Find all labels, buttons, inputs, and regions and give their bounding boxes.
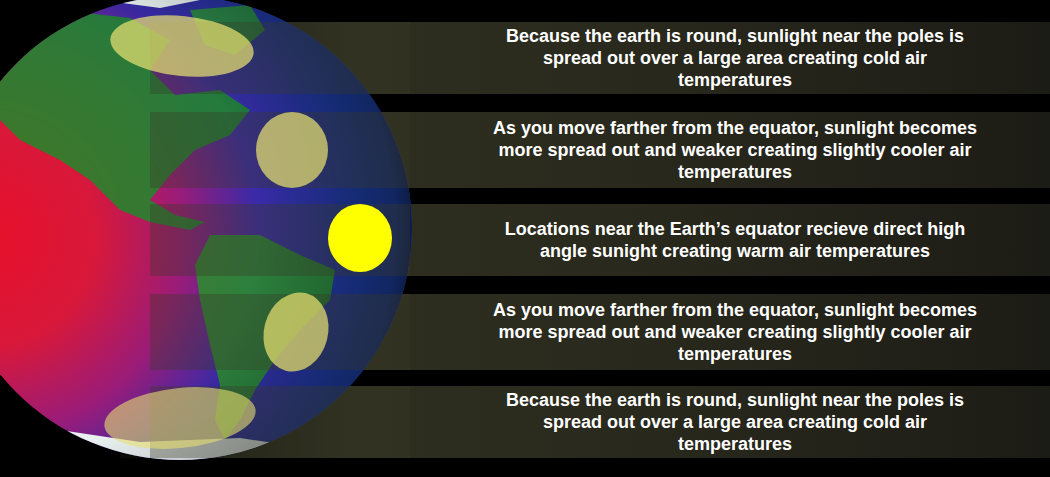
explanation-text: Because the earth is round, sunlight nea… xyxy=(490,25,980,91)
text-band: As you move farther from the equator, su… xyxy=(420,112,1050,188)
explanation-text: As you move farther from the equator, su… xyxy=(490,117,980,183)
text-band: As you move farther from the equator, su… xyxy=(420,294,1050,370)
explanation-text: Locations near the Earth’s equator recie… xyxy=(490,218,980,262)
explanation-text: Because the earth is round, sunlight nea… xyxy=(490,389,980,455)
text-band: Because the earth is round, sunlight nea… xyxy=(420,22,1050,94)
text-band: Locations near the Earth’s equator recie… xyxy=(420,204,1050,276)
explanation-text: As you move farther from the equator, su… xyxy=(490,299,980,365)
text-band: Because the earth is round, sunlight nea… xyxy=(420,386,1050,458)
